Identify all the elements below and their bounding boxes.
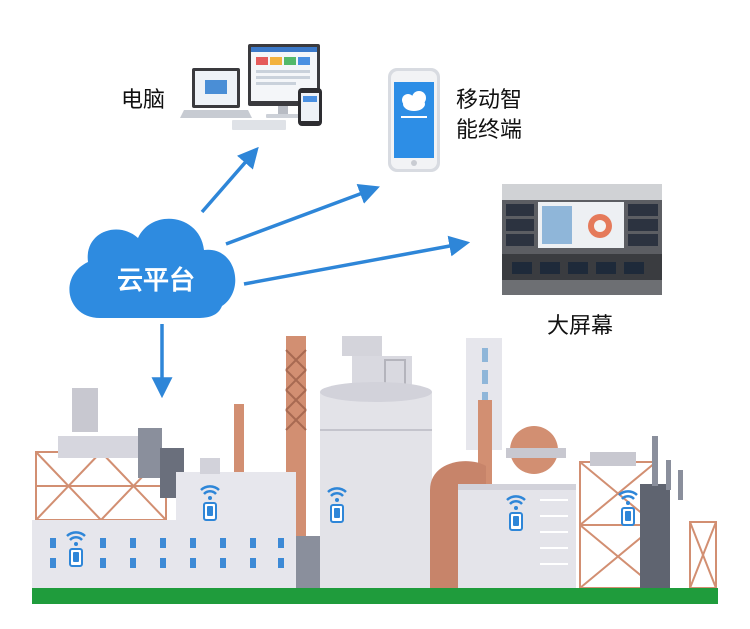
cloud-icon [69,218,236,318]
ground-strip [32,588,718,604]
label-mobile-line2: 能终端 [456,118,523,143]
label-mobile-line1: 移动智 [456,88,523,113]
arrow-to-mobile [225,184,380,246]
connection-arrows [151,146,471,399]
computer-devices-icon [180,44,322,130]
arrow-to-screen [243,235,471,286]
label-cloud: 云平台 [117,266,196,296]
video-wall-icon [502,184,662,295]
label-computer: 电脑 [121,88,166,113]
arrow-to-computer [200,146,259,214]
smartphone-icon [388,68,440,172]
factory-scene [32,336,718,604]
label-big-screen: 大屏幕 [547,314,614,339]
